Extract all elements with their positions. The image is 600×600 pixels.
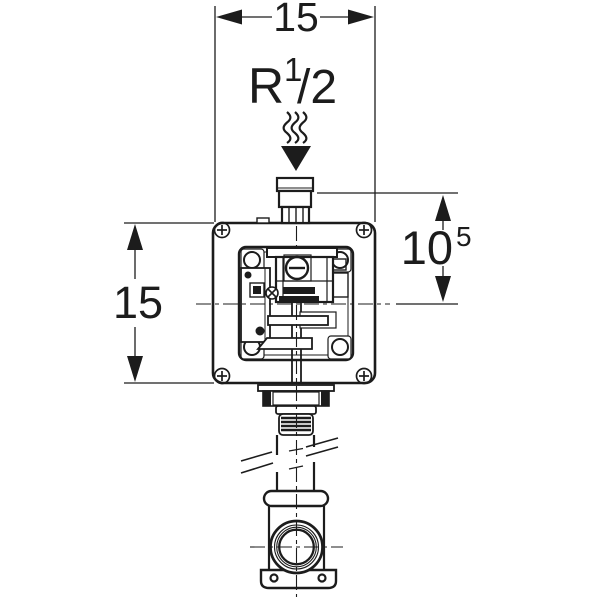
flush-pipe xyxy=(240,435,339,491)
code-label xyxy=(249,282,265,298)
arrowhead-right-icon xyxy=(348,9,374,25)
arrowhead-down-icon xyxy=(435,276,451,302)
corner-screw-icon xyxy=(355,221,373,239)
right-offset-dimension: 10 5 xyxy=(317,192,472,305)
arrowhead-down-icon xyxy=(127,356,143,382)
inner-frame xyxy=(237,245,355,362)
indicator-dot xyxy=(244,271,252,279)
mounting-hole-icon xyxy=(243,251,261,269)
corner-screw-icon xyxy=(355,367,373,385)
left-height-dimension: 15 xyxy=(113,222,214,384)
adjust-screw-icon xyxy=(265,286,279,300)
arrowhead-left-icon xyxy=(216,9,242,25)
flush-valve-box xyxy=(211,217,377,385)
mounting-hole-icon xyxy=(331,338,349,356)
thread-label-superscript: 1 xyxy=(284,51,302,88)
indicator-dot xyxy=(255,326,265,336)
inlet-thread-label: R 1 /2 xyxy=(248,51,337,114)
thread-label-prefix: R xyxy=(248,58,284,114)
offset-dimension-superscript: 5 xyxy=(456,221,472,252)
inlet-arrow-icon xyxy=(281,146,311,171)
box-top-notch xyxy=(256,217,270,224)
lever-bar xyxy=(267,315,329,326)
center-lines xyxy=(196,226,390,597)
width-dimension-label: 15 xyxy=(273,0,319,40)
thread-label-suffix: /2 xyxy=(297,61,337,114)
inlet-connector xyxy=(275,176,315,225)
screw-hole-icon xyxy=(269,573,279,583)
top-width-dimension: 15 xyxy=(214,0,376,222)
pipe-break-marks xyxy=(240,437,339,474)
offset-dimension-label: 10 xyxy=(401,221,453,274)
outlet-elbow xyxy=(259,489,338,590)
elbow-base xyxy=(259,568,338,590)
left-plate xyxy=(240,267,271,343)
corner-screw-icon xyxy=(213,221,231,239)
valve-mechanism xyxy=(256,247,349,383)
corner-screw-icon xyxy=(213,367,231,385)
arrowhead-up-icon xyxy=(127,224,143,250)
arrowhead-up-icon xyxy=(435,195,451,221)
outlet-bracket xyxy=(256,337,313,350)
water-flow-icon xyxy=(281,111,311,171)
screw-hole-icon xyxy=(317,573,327,583)
height-dimension-label: 15 xyxy=(113,277,163,328)
